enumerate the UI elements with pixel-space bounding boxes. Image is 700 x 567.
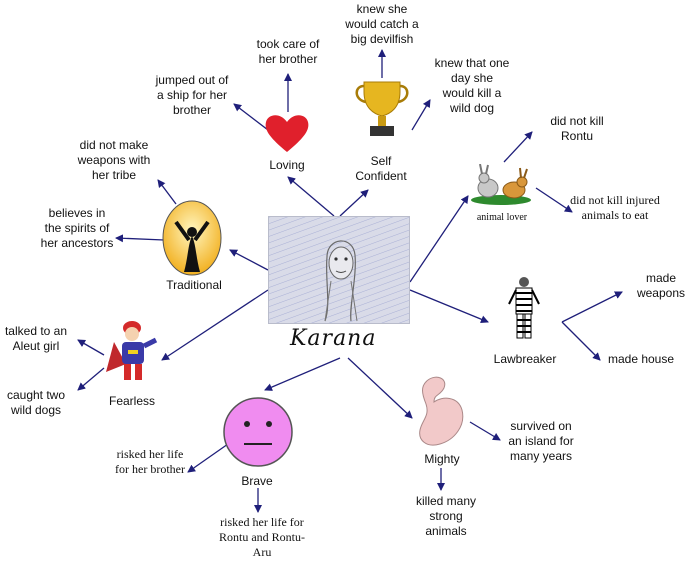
prisoner-icon bbox=[508, 276, 540, 347]
trophy-icon bbox=[350, 78, 414, 145]
detail-wild-dogs: caught two wild dogs bbox=[6, 388, 66, 417]
trait-mighty: Mighty bbox=[424, 452, 460, 466]
arrow-to-mighty bbox=[347, 357, 413, 419]
arrow-to-lawbreaker bbox=[409, 289, 489, 324]
rabbits-icon bbox=[470, 163, 532, 211]
detail-killed-animals: killed many strong animals bbox=[415, 494, 477, 538]
detail-wild-dog: knew that one day she would kill a wild … bbox=[434, 56, 510, 115]
arrow-to-fearless bbox=[161, 289, 269, 361]
trait-self-confident: Self Confident bbox=[355, 154, 407, 183]
trait-lawbreaker: Lawbreaker bbox=[493, 352, 557, 366]
detail-survived-island: survived on an island for many years bbox=[508, 419, 574, 463]
trait-animal-lover: animal lover bbox=[476, 212, 528, 223]
heart-icon bbox=[264, 112, 310, 159]
arrow-to-loving bbox=[287, 176, 335, 217]
detail-risked-brother: risked her life for her brother bbox=[115, 447, 185, 476]
detail-weapons-tribe: did not make weapons with her tribe bbox=[77, 138, 151, 182]
hero-icon bbox=[104, 316, 160, 391]
trait-loving: Loving bbox=[269, 158, 305, 172]
detail-spirits: believes in the spirits of her ancestors bbox=[40, 206, 114, 250]
detail-jumped-ship: jumped out of a ship for her brother bbox=[155, 73, 229, 117]
arrow-to-animal-lover bbox=[409, 195, 469, 283]
flexed-arm-icon bbox=[414, 374, 472, 455]
center-name: Karana bbox=[290, 326, 377, 351]
detail-injured-animals: did not kill injured animals to eat bbox=[570, 193, 660, 222]
trait-fearless: Fearless bbox=[108, 394, 155, 408]
arrow-to-brave bbox=[264, 357, 341, 391]
detail-risked-rontu: risked her life for Rontu and Rontu-Aru bbox=[219, 515, 305, 559]
detail-aleut-girl: talked to an Aleut girl bbox=[4, 324, 68, 353]
trait-brave: Brave bbox=[241, 474, 273, 488]
detail-made-house: made house bbox=[607, 352, 675, 366]
arrow-to-traditional bbox=[229, 249, 269, 271]
detail-made-weapons: made weapons bbox=[636, 271, 686, 300]
spirit-worship-icon bbox=[162, 200, 222, 283]
detail-rontu: did not kill Rontu bbox=[550, 114, 604, 143]
detail-devilfish: knew she would catch a big devilfish bbox=[345, 2, 419, 46]
arrow-to-self-confident bbox=[339, 189, 369, 217]
detail-took-care: took care of her brother bbox=[256, 37, 320, 66]
karana-drawing bbox=[268, 216, 410, 324]
trait-traditional: Traditional bbox=[166, 278, 222, 292]
neutral-face-icon bbox=[222, 396, 294, 473]
